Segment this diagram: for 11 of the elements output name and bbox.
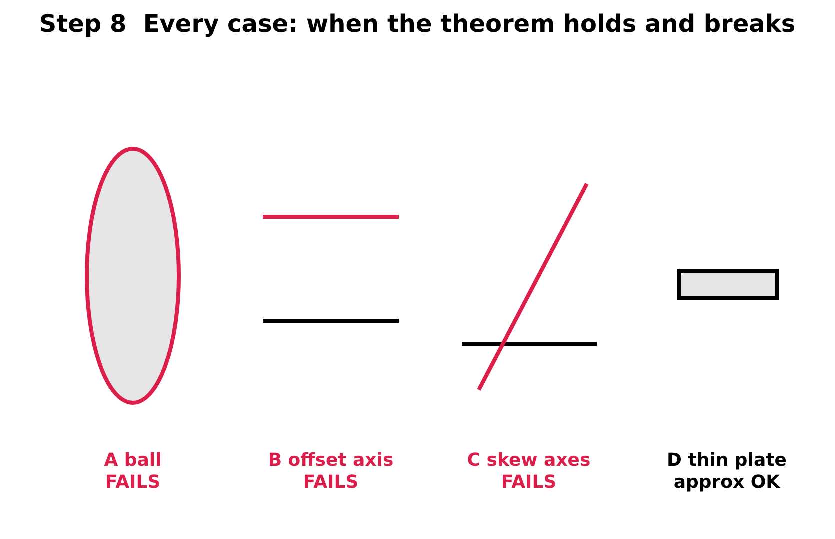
- status-label: FAILS: [104, 472, 162, 494]
- ball-ellipse: [85, 147, 181, 405]
- status-label: FAILS: [500, 472, 558, 494]
- status-label: approx OK: [672, 472, 782, 494]
- status-label: FAILS: [302, 472, 360, 494]
- diagram-title: Step 8 Every case: when the theorem holds and breaks: [38, 10, 797, 38]
- case-label: D thin plate: [666, 450, 788, 472]
- case-label: C skew axes: [466, 450, 592, 472]
- plate-rectangle: [677, 269, 779, 300]
- case-label: B offset axis: [267, 450, 395, 472]
- case-label: A ball: [103, 450, 163, 472]
